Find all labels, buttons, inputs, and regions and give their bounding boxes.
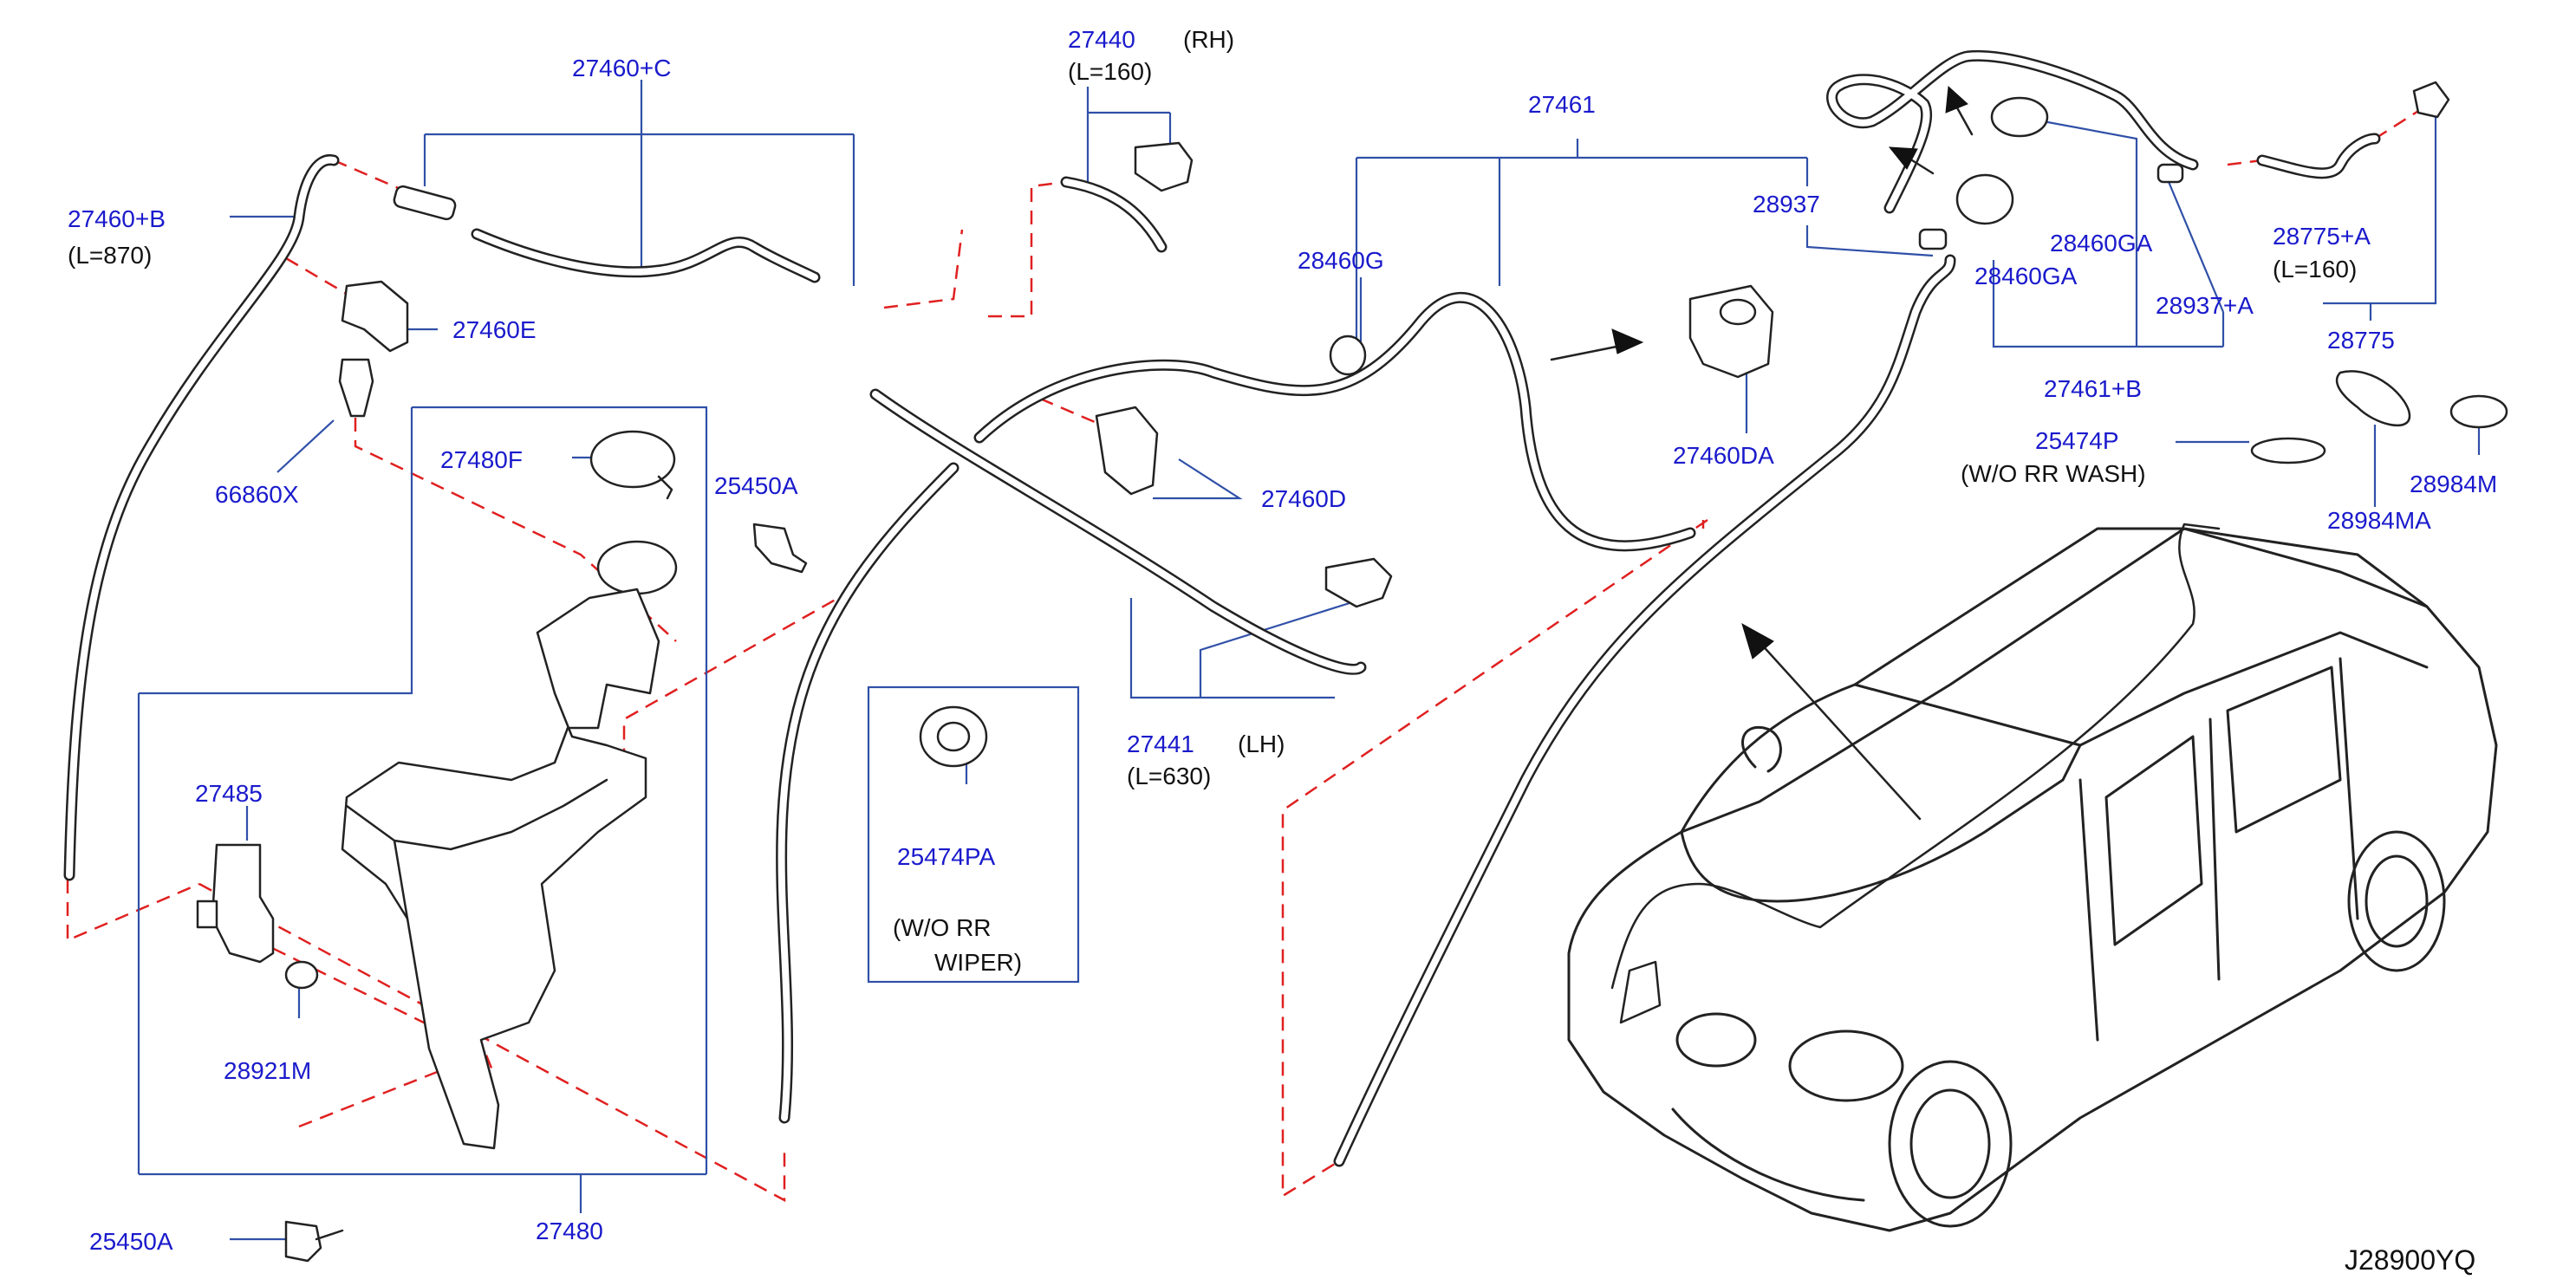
grommet-28921M [284,960,319,990]
label-28775A-length: (L=160) [2273,256,2357,283]
bolt-25450A-top [752,523,808,574]
label-27460B-length: (L=870) [68,242,152,269]
direction-arrows [1550,85,1974,821]
label-28775A: 28775+A [2273,223,2371,250]
grommet-28460G [1329,334,1367,376]
clip-27460E [341,280,409,353]
inset-box-25474PA [867,685,1080,984]
label-27441-length: (L=630) [1127,763,1211,789]
bolt-25450A-bottom [284,1220,344,1263]
cap-27480F [589,430,676,500]
label-27480: 27480 [536,1218,603,1244]
nozzle-27440 [1134,141,1194,192]
label-27440: 27440 [1068,26,1135,53]
clip-27460D [1095,406,1159,496]
label-28460GA-b: 28460GA [1974,263,2078,289]
hose-main-left [776,462,959,1124]
label-28984M: 28984M [2410,471,2497,497]
nozzle-28775 [2412,81,2450,119]
label-25474PA-note-1: (W/O RR [893,914,992,941]
grommet-28460GA-a [1990,96,2049,138]
label-27461B: 27461+B [2044,375,2142,402]
hose-27461B [1333,254,1956,1167]
label-25450A-bottom: 25450A [89,1228,173,1255]
bolt-66860X [338,358,374,418]
label-28937: 28937 [1753,191,1820,218]
label-25474P-note: (W/O RR WASH) [1961,460,2146,487]
connector-28937 [1918,228,1948,250]
pump-27485 [196,843,275,964]
label-25474PA: 25474PA [897,843,995,870]
label-66860X: 66860X [215,481,299,508]
label-25474P: 25474P [2035,427,2119,454]
label-27485: 27485 [195,780,263,807]
label-27441-side: (LH) [1238,731,1285,757]
hose-28775A [2256,133,2381,179]
hose-27440 [1060,176,1168,253]
connector-27460C [393,185,457,221]
label-27480F: 27480F [440,446,523,473]
clip-27460DA [1688,284,1774,379]
vehicle-outline [1567,523,2498,1232]
label-28984MA: 28984MA [2327,507,2431,534]
label-27461: 27461 [1528,91,1596,118]
label-27460B: 27460+B [68,205,166,232]
label-28937A: 28937+A [2156,292,2254,319]
hose-rear-roof [1826,49,2199,214]
grommet-25474PA [919,705,988,768]
grommet-28460GA-b [1955,173,2014,225]
label-27460E: 27460E [452,316,537,343]
diagram-code: J28900YQ [2345,1244,2475,1276]
cover-28984M [2449,394,2508,429]
label-28921M: 28921M [224,1057,311,1084]
label-25450A-top: 25450A [714,472,798,499]
hose-27441 [869,388,1367,675]
nozzle-27441 [1324,557,1393,608]
label-27440-length: (L=160) [1068,58,1152,85]
connector-28937A [2156,163,2184,184]
hose-27460C [471,228,821,283]
hose-27461 [973,292,1696,552]
grommet-25474P [2250,437,2326,464]
part-labels: 27460+C 27460+B (L=870) 27460E 66860X 27… [68,26,2497,1276]
label-27441: 27441 [1127,731,1194,757]
label-28775: 28775 [2327,327,2395,354]
hose-27460B [63,154,340,881]
reservoir-tank [341,540,678,1150]
label-25474PA-note-2: WIPER) [934,949,1022,976]
label-27460DA: 27460DA [1673,442,1774,469]
label-27460C: 27460+C [572,55,671,81]
label-28460G: 28460G [1298,247,1384,274]
label-28460GA-a: 28460GA [2050,230,2153,257]
label-27460D: 27460D [1261,485,1346,512]
label-27440-side: (RH) [1183,26,1234,53]
cover-28984MA [2335,370,2411,427]
